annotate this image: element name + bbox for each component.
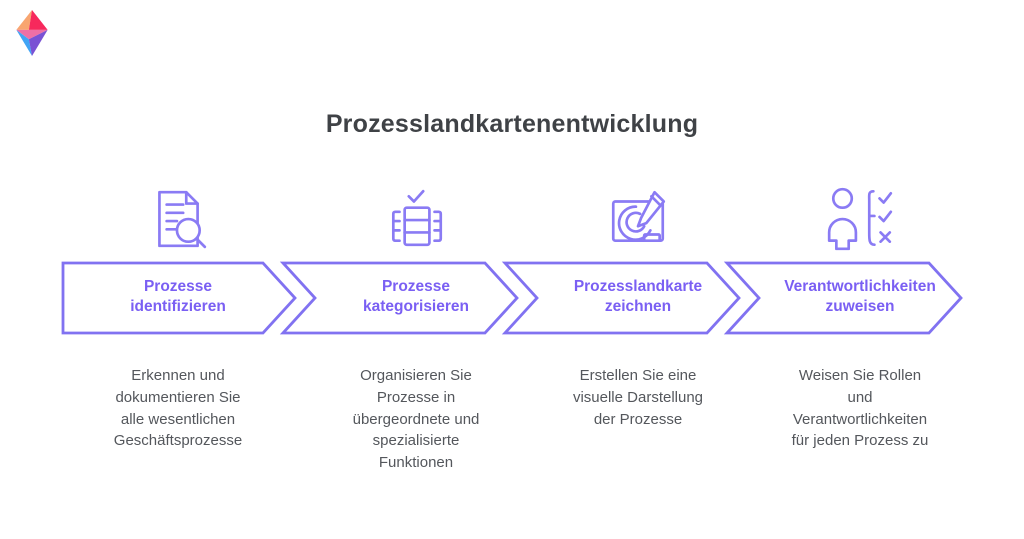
step-label-2: Prozesse kategorisieren xyxy=(363,277,469,315)
assign-roles-person-icon xyxy=(751,179,969,251)
chevron-shape-4 xyxy=(723,261,963,335)
categorize-stack-check-icon xyxy=(307,179,525,251)
chevron-shape-1 xyxy=(61,261,297,335)
step-label-1: Prozesse identifizieren xyxy=(130,277,226,315)
chevron-arrows xyxy=(61,261,963,335)
step-label-4: Verantwortlichkeiten zuweisen xyxy=(784,277,936,315)
step-descriptions-row: Erkennen und dokumentieren Sie alle wese… xyxy=(61,365,963,505)
chevron-shape-2 xyxy=(279,261,519,335)
document-search-icon xyxy=(69,179,287,251)
step-description-3: Erstellen Sie eine visuelle Darstellung … xyxy=(572,367,704,428)
page-title: Prozesslandkartenentwicklung xyxy=(325,110,699,138)
step-description-2: Organisieren Sie Prozesse in übergeordne… xyxy=(352,367,480,471)
step-label-3: Prozesslandkarte zeichnen xyxy=(573,277,703,315)
chevron-shape-3 xyxy=(501,261,741,335)
diamond-gem-icon xyxy=(16,10,48,56)
draw-map-pencil-icon xyxy=(529,179,747,251)
process-flow: Prozesse identifizieren Prozesse kategor… xyxy=(61,179,963,505)
step-description-4: Weisen Sie Rollen und Verantwortlichkeit… xyxy=(791,367,929,450)
diamond-gem-logo xyxy=(13,9,51,62)
chevron-band: Prozesse identifizieren Prozesse kategor… xyxy=(61,261,963,335)
step-description-1: Erkennen und dokumentieren Sie alle wese… xyxy=(113,367,243,450)
step-icons-row xyxy=(61,179,963,251)
